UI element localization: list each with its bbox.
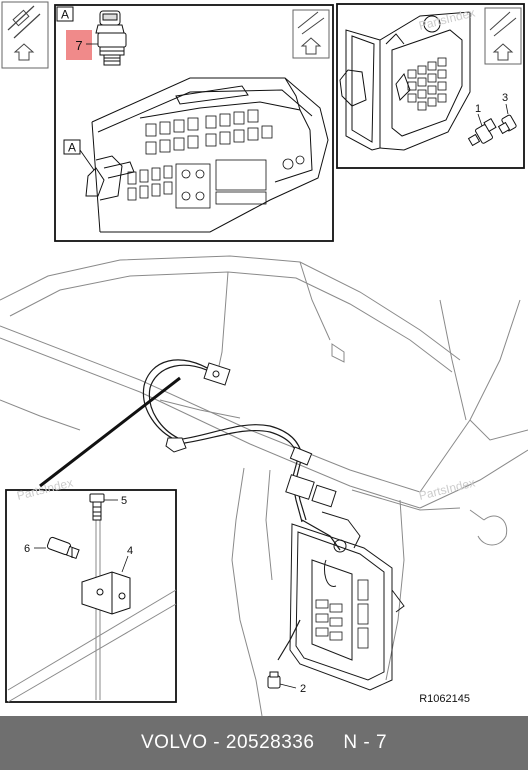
part-4-bracket (81, 571, 131, 615)
watermark-mid: PartsIndex (417, 475, 476, 502)
callout-2: 2 (300, 683, 306, 695)
footer-part-number: 20528336 (225, 732, 315, 753)
part-5-bolt (89, 493, 105, 521)
sensor-part-7 (95, 10, 127, 66)
nav-icon-panel-right[interactable] (484, 7, 522, 65)
detail-a-box: A 7 (54, 4, 334, 242)
view-label-a-main: A (68, 141, 76, 155)
callout-5: 5 (121, 495, 127, 507)
part-1-sensor (467, 117, 497, 147)
footer-group: N - 7 (343, 732, 388, 753)
callout-6: 6 (24, 543, 30, 555)
harness-connectors (165, 362, 337, 508)
dashboard-outline (85, 77, 329, 233)
view-label-a: A (61, 8, 69, 22)
callout-3: 3 (502, 92, 508, 104)
callout-7: 7 (75, 38, 82, 53)
callout-1: 1 (475, 103, 481, 115)
nav-icon-panel-left[interactable] (1, 1, 49, 69)
footer-brand: VOLVO (140, 732, 208, 753)
callout-4: 4 (127, 545, 133, 557)
detail-mount-box: 5 4 6 PartsIndex (5, 475, 177, 703)
part-2-plug (267, 671, 281, 689)
footer-separator: - (207, 732, 226, 753)
part-6-sensor (46, 536, 80, 560)
nav-icon-panel-a[interactable] (292, 9, 330, 59)
detail-fuse-box: 1 3 PartsIndex (336, 3, 525, 169)
footer-bar: VOLVO - 20528336 N - 7 (0, 716, 528, 770)
highlight-7 (66, 30, 92, 60)
parts-diagram: A 7 (0, 1, 528, 716)
part-3-sensor (497, 114, 517, 135)
reference-code: R1062145 (419, 693, 470, 705)
relay-panel (289, 511, 405, 691)
